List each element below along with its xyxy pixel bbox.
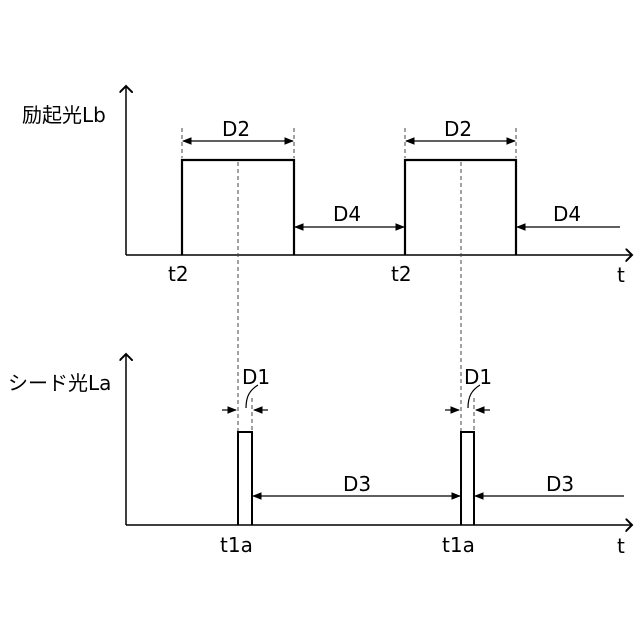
bottom-pulse-waveform-1 (238, 432, 252, 525)
top-time-mark-1: t2 (168, 262, 189, 286)
excitation-light-panel: 励起光Lb t t2 t2 D2 D2 D4 D4 (22, 86, 632, 287)
d3-label-1: D3 (343, 472, 371, 496)
top-time-axis-label: t (617, 263, 625, 287)
top-axis-label: 励起光Lb (22, 103, 106, 127)
d4-label-1: D4 (333, 202, 361, 226)
d4-label-2: D4 (553, 202, 581, 226)
d2-label-2: D2 (444, 117, 472, 141)
bottom-time-mark-2: t1a (442, 533, 475, 557)
bottom-axis-label: シード光La (8, 371, 111, 395)
bottom-pulse-waveform-2 (461, 432, 474, 525)
d1-label-1: D1 (242, 365, 270, 389)
d1-label-2: D1 (464, 365, 492, 389)
d3-label-2: D3 (546, 472, 574, 496)
bottom-time-axis-label: t (617, 534, 625, 558)
top-time-mark-2: t2 (391, 262, 412, 286)
seed-light-panel: シード光La t t1a t1a D1 D1 D3 D3 (8, 354, 632, 558)
d2-label-1: D2 (222, 117, 250, 141)
bottom-time-mark-1: t1a (220, 533, 253, 557)
